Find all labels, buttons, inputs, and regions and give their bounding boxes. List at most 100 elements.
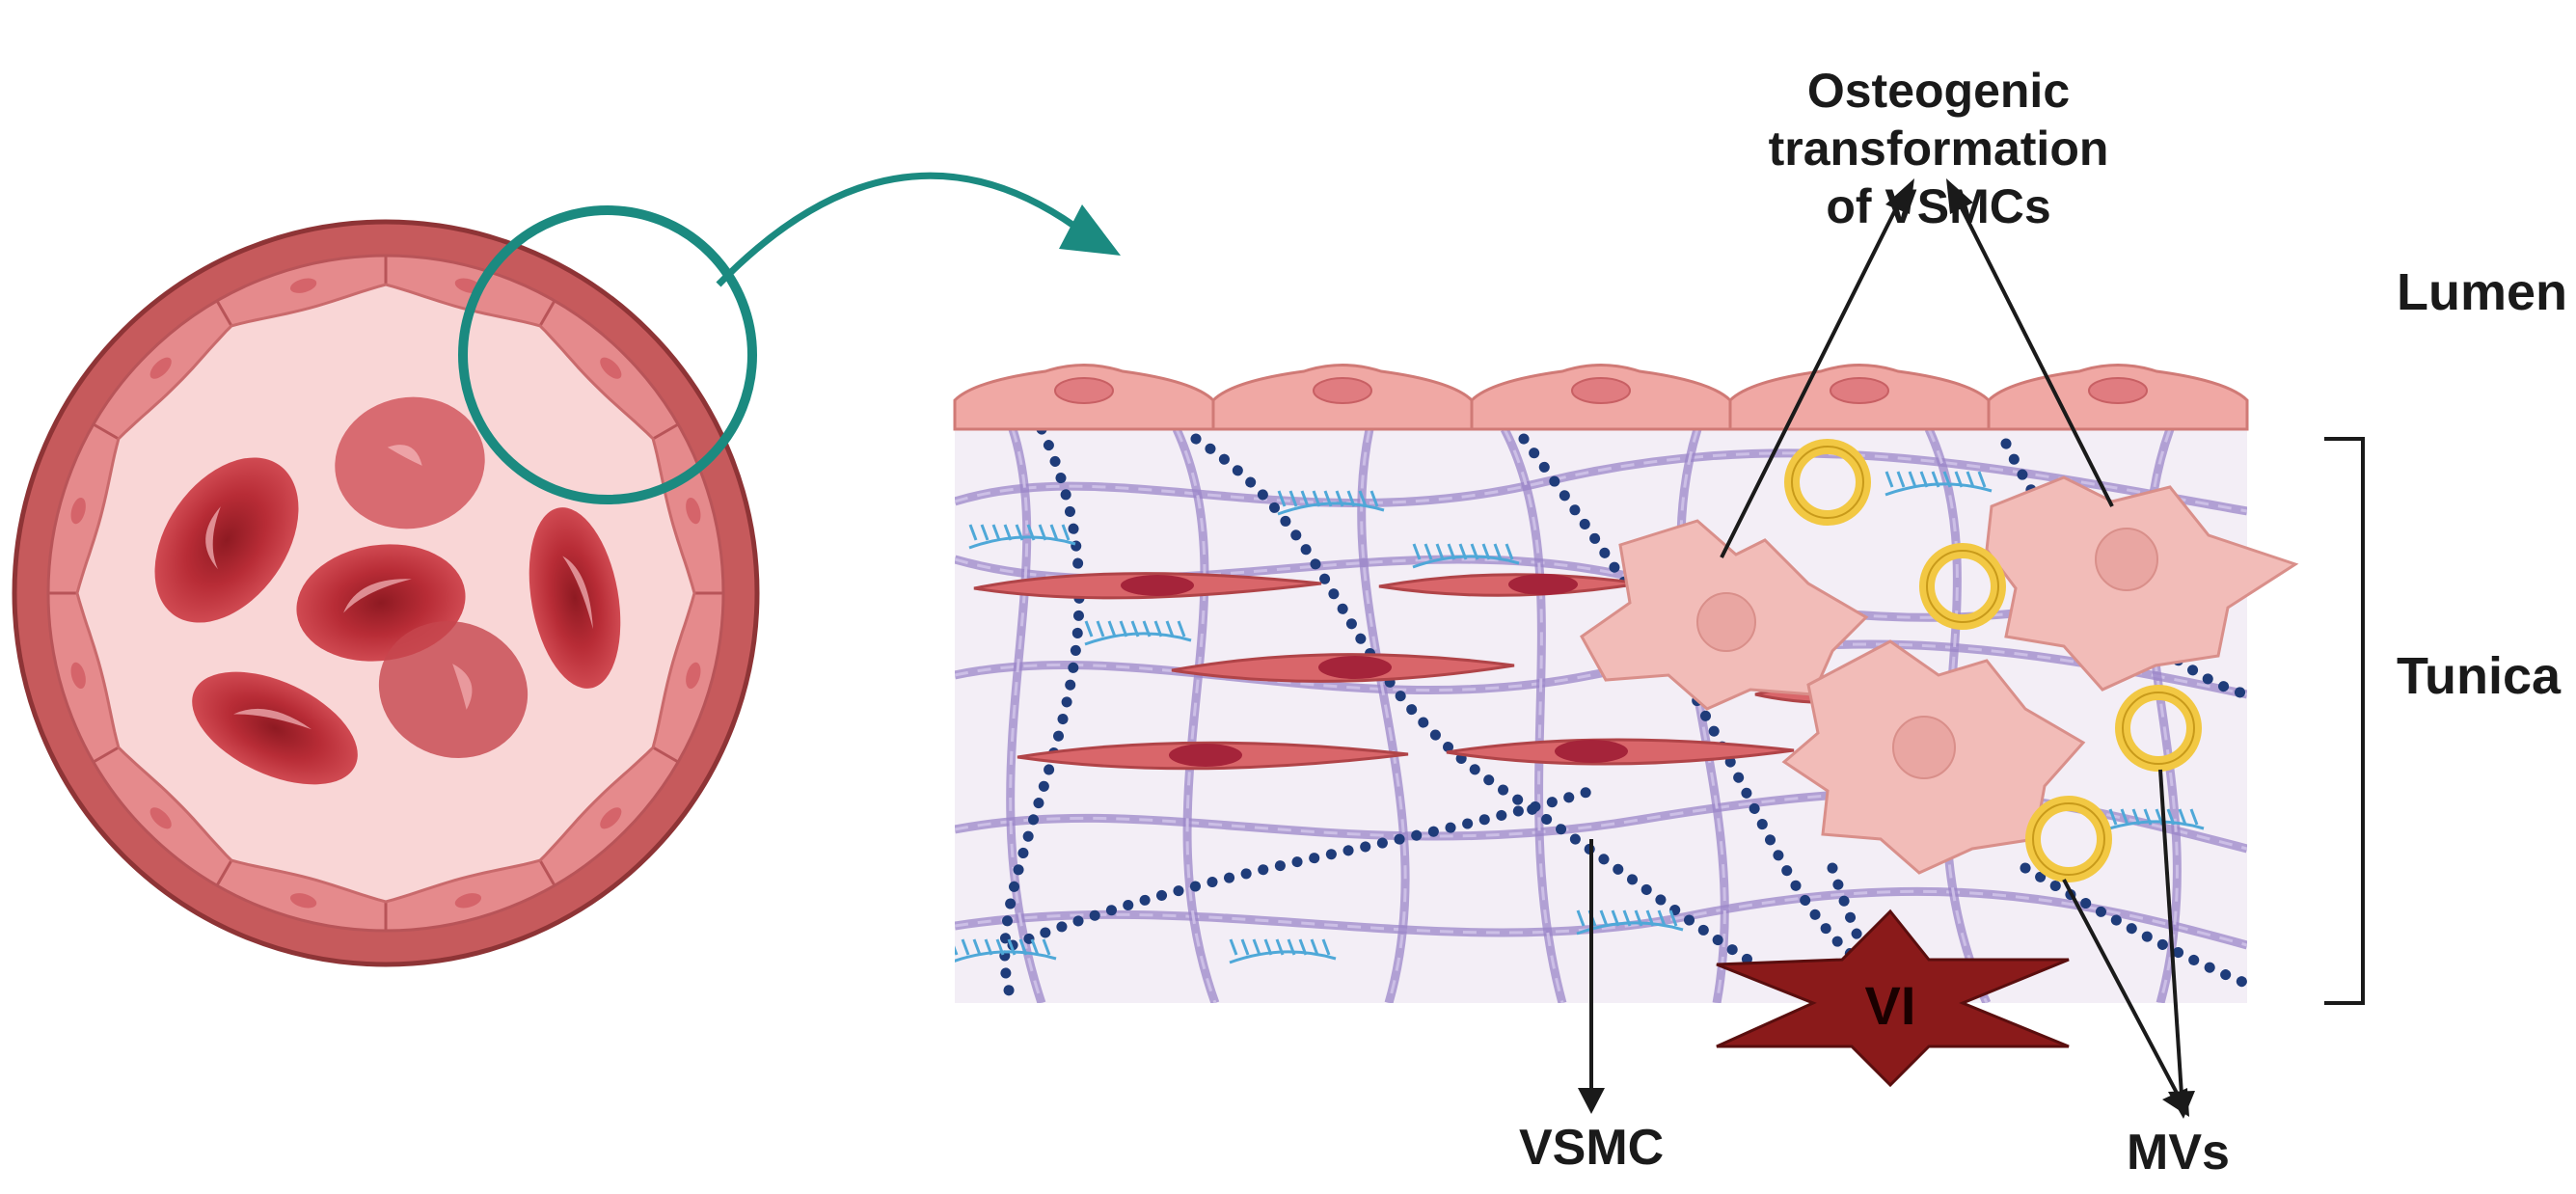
proteoglycan-branch — [1645, 909, 1655, 927]
label-vsmc: VSMC — [1519, 1120, 1665, 1176]
label-osteogenic-line2: transformation — [1768, 122, 2109, 176]
proteoglycan-branch — [2166, 808, 2176, 826]
proteoglycan-branch — [1177, 620, 1186, 638]
proteoglycan-branch — [1038, 524, 1047, 541]
endothelial-nucleus — [686, 662, 701, 690]
proteoglycan-branch — [1165, 620, 1175, 638]
proteoglycan-branch — [1412, 543, 1422, 560]
proteoglycan-branch — [1447, 543, 1456, 560]
proteoglycan-branch — [1668, 909, 1678, 927]
bracket-icon — [2324, 437, 2365, 1005]
proteoglycan-branch — [1599, 909, 1609, 927]
proteoglycan-branch — [1321, 938, 1331, 956]
proteoglycan-branch — [1288, 490, 1298, 507]
red-blood-cell — [378, 621, 529, 758]
proteoglycan-branch — [1153, 620, 1163, 638]
label-vi: VI — [1864, 975, 1916, 1036]
proteoglycan-branch — [1310, 938, 1319, 956]
proteoglycan-branch — [1424, 543, 1433, 560]
proteoglycan-branch — [1358, 490, 1368, 507]
proteoglycan-branch — [1015, 524, 1024, 541]
proteoglycan-branch — [1458, 543, 1468, 560]
proteoglycan-branch — [980, 524, 990, 541]
label-osteogenic-transformation: Osteogenic transformation of VSMCs — [1726, 62, 2151, 235]
elastin-fiber-highlight — [955, 642, 2247, 696]
proteoglycan-branch — [1369, 490, 1379, 507]
endothelial-junction — [537, 857, 556, 886]
vessel-endothelium-ring — [48, 256, 723, 931]
collagen-bead-strand — [1007, 785, 1597, 951]
proteoglycan-branch — [1346, 490, 1356, 507]
proteoglycan-branch — [1061, 524, 1071, 541]
proteoglycan-branch — [1252, 938, 1261, 956]
proteoglycan-branch — [1275, 938, 1285, 956]
proteoglycan-branch — [1493, 543, 1503, 560]
proteoglycan-branch — [1622, 909, 1632, 927]
vsmc-spindle-cell — [1378, 573, 1641, 597]
vsmc-spindle-cell — [1446, 738, 1795, 766]
red-blood-cell — [335, 396, 485, 529]
proteoglycan-branch — [1896, 471, 1906, 488]
vi-star — [1716, 909, 2070, 1088]
proteoglycan-branch — [1634, 909, 1643, 927]
label-osteogenic-line3: of VSMCs — [1826, 179, 2051, 233]
label-mvs: MVs — [2127, 1125, 2230, 1180]
red-blood-cell — [529, 507, 621, 689]
endothelial-junction — [215, 300, 234, 329]
proteoglycan-branch — [1908, 471, 1917, 488]
matrix-vesicle — [2115, 685, 2202, 772]
matrix-vesicle — [1784, 439, 1871, 526]
proteoglycan-fronds — [955, 471, 2205, 964]
proteoglycan-branch — [961, 938, 970, 956]
proteoglycan-branch — [1042, 938, 1051, 956]
proteoglycan-branch — [1298, 938, 1308, 956]
label-osteogenic-line1: Osteogenic — [1806, 64, 2071, 118]
endothelial-junction — [215, 857, 234, 886]
elastin-fiber-highlight — [955, 451, 2247, 513]
collagen-bead-strand — [2020, 862, 2247, 990]
proteoglycan-branch — [1919, 471, 1929, 488]
endothelial-nucleus — [1054, 377, 1114, 404]
proteoglycan-branch — [1119, 620, 1128, 638]
endothelial-nucleus — [289, 893, 317, 909]
vessel-cross-section — [12, 205, 760, 967]
proteoglycan-branch — [1084, 620, 1094, 638]
proteoglycan-branch — [1931, 471, 1940, 488]
endothelial-junction — [537, 300, 556, 329]
proteoglycan-branch — [1481, 543, 1491, 560]
proteoglycan-branch — [1657, 909, 1667, 927]
vsmc-spindle-cell — [1017, 741, 1409, 771]
endothelial-nucleus — [70, 662, 86, 690]
elastin-fiber-highlight — [1360, 429, 1407, 1003]
proteoglycan-branch — [1505, 543, 1514, 560]
proteoglycan-branch — [1018, 938, 1028, 956]
proteoglycan-branch — [1323, 490, 1333, 507]
proteoglycan-branch — [1026, 524, 1036, 541]
matrix-vesicle — [2025, 796, 2112, 882]
red-blood-cell — [154, 457, 299, 623]
curved-arrow-icon — [716, 172, 1121, 287]
endothelial-nucleus — [1571, 377, 1631, 404]
endothelial-junction — [650, 422, 679, 442]
proteoglycan-branch — [1229, 938, 1238, 956]
proteoglycan-branch — [2131, 808, 2141, 826]
proteoglycan-branch — [2120, 808, 2129, 826]
proteoglycan-branch — [1240, 938, 1250, 956]
zoom-circle — [458, 205, 757, 504]
proteoglycan-branch — [2155, 808, 2164, 826]
endothelial-nucleus — [600, 807, 622, 829]
proteoglycan-branch — [2189, 808, 2199, 826]
proteoglycan-branch — [1049, 524, 1059, 541]
endothelial-junction — [93, 422, 122, 442]
endothelial-nucleus — [1313, 377, 1372, 404]
osteogenic-cell — [1781, 639, 2086, 875]
endothelial-nucleus — [2088, 377, 2148, 404]
elastin-fiber-highlight — [1927, 429, 1989, 1003]
proteoglycan-branch — [1263, 938, 1273, 956]
label-lumen: Lumen — [2397, 263, 2568, 321]
elastin-fiber-highlight — [1679, 429, 1726, 1003]
proteoglycan-branch — [1130, 620, 1140, 638]
endothelial-layer — [953, 364, 2249, 431]
